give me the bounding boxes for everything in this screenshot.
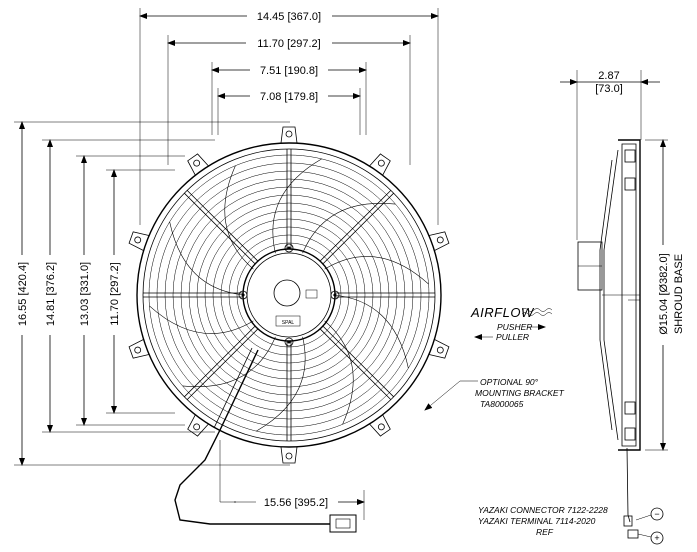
guard-ring (156, 162, 422, 428)
dim-mount-width: 11.70 [297.2] (257, 38, 320, 50)
mounting-tab (280, 126, 298, 144)
tab-hole (436, 236, 444, 244)
puller-label: PULLER (496, 332, 529, 342)
terminal-plus: + (654, 533, 659, 543)
dim-depth: 2.87 (598, 70, 619, 82)
tab-hole (134, 346, 142, 354)
tab-hole (436, 346, 444, 354)
dim-inner-width-b: 7.08 [179.8] (260, 91, 318, 103)
guard-ring (196, 202, 382, 388)
dim-overall-width: 14.45 [367.0] (257, 11, 321, 23)
dim-height-c: 13.03 [331.0] (79, 262, 91, 326)
mounting-tab (128, 231, 149, 251)
mounting-tab (429, 339, 450, 359)
tab-hole (285, 452, 293, 460)
tab-hole (193, 159, 201, 167)
tab-outline (429, 339, 450, 359)
fan-blade (256, 336, 306, 432)
fan-blade (224, 165, 254, 270)
connector-note-line1: YAZAKI CONNECTOR 7122-2228 (478, 505, 608, 515)
guard-ring (180, 186, 398, 404)
bracket-note-line3: TA8000065 (480, 399, 524, 409)
connector-note-line3: REF (536, 527, 554, 537)
fan-blade (332, 294, 409, 369)
fan-blade (324, 256, 429, 285)
guard-ring (204, 210, 374, 380)
mounting-tab (369, 153, 391, 176)
tab-outline (128, 231, 149, 251)
fan-blade (182, 336, 276, 387)
guard-strut (184, 192, 256, 265)
mounting-tab (128, 339, 149, 359)
guard-ring (164, 170, 414, 420)
mounting-tabs (128, 126, 450, 464)
guard-strut (186, 190, 259, 262)
connector-note: YAZAKI CONNECTOR 7122-2228 YAZAKI TERMIN… (478, 505, 608, 537)
bracket-note: OPTIONAL 90° MOUNTING BRACKET TA8000065 (424, 377, 565, 411)
tab-hole (377, 423, 385, 431)
tab-outline (369, 153, 391, 176)
dim-inner-width-a: 7.51 [190.8] (260, 65, 318, 77)
fan-blade (272, 158, 322, 254)
guard-strut (322, 325, 394, 398)
dim-depth-mm: [73.0] (595, 83, 623, 95)
fan-front-view: SPAL 15.56 [395.2] (128, 126, 450, 533)
dim-shroud-base: Ø15.04 [Ø382.0] (658, 253, 670, 334)
guard-strut (319, 328, 392, 400)
fan-blade (302, 203, 396, 254)
tab-hole (134, 236, 142, 244)
fan-blade (169, 221, 246, 296)
guard-ring (188, 194, 390, 396)
fan-blade (324, 320, 354, 425)
guard-strut (322, 192, 394, 265)
hub-brand-label: SPAL (282, 320, 295, 326)
tab-outline (187, 414, 209, 437)
mounting-tab (280, 446, 298, 464)
tab-hole (193, 423, 201, 431)
mounting-tab (187, 153, 209, 176)
guard-ring (236, 242, 342, 348)
tab-outline (369, 414, 391, 437)
connector-note-line2: YAZAKI TERMINAL 7114-2020 (478, 516, 596, 526)
terminal-minus: − (654, 509, 659, 519)
dim-lead-length: 15.56 [395.2] (264, 497, 328, 509)
tab-outline (429, 231, 450, 251)
dim-height-b: 14.81 [376.2] (45, 262, 57, 326)
guard-ring (148, 154, 430, 436)
guard-rings (148, 154, 430, 436)
mounting-tab (187, 414, 209, 437)
tab-outline (128, 339, 149, 359)
guard-strut (319, 190, 392, 262)
guard-ring (220, 226, 358, 364)
left-dimensions: 16.55 [420.4] 14.81 [376.2] 13.03 [331.0… (14, 121, 290, 466)
shroud-base-label: SHROUD BASE (673, 254, 685, 334)
guard-strut (186, 328, 259, 400)
bracket-note-line1: OPTIONAL 90° (480, 377, 539, 387)
guard-struts (143, 149, 435, 441)
tab-outline (187, 153, 209, 176)
top-dimensions: 14.45 [367.0] 11.70 [297.2] 7.51 [190.8]… (139, 8, 439, 225)
tab-hole (377, 159, 385, 167)
guard-strut (184, 325, 256, 398)
mounting-tab (369, 414, 391, 437)
bracket-note-line2: MOUNTING BRACKET (475, 388, 565, 398)
guard-ring (212, 218, 366, 372)
tab-outline (280, 446, 298, 464)
mounting-tab (429, 231, 450, 251)
tab-outline (280, 126, 298, 144)
fan-blade (149, 305, 254, 334)
guard-ring (228, 234, 350, 356)
dim-height-d: 11.70 [297.2] (109, 262, 121, 325)
pusher-label: PUSHER (497, 322, 532, 332)
airflow-note: AIRFLOW PUSHER PULLER (470, 305, 553, 342)
dim-overall-height: 16.55 [420.4] (17, 262, 29, 326)
fan-side-view: 2.87 [73.0] Ø15.04 [Ø382.0] SHROUD BASE … (560, 70, 685, 545)
guard-ring (172, 178, 406, 412)
airflow-label: AIRFLOW (470, 305, 535, 320)
tab-hole (285, 130, 293, 138)
